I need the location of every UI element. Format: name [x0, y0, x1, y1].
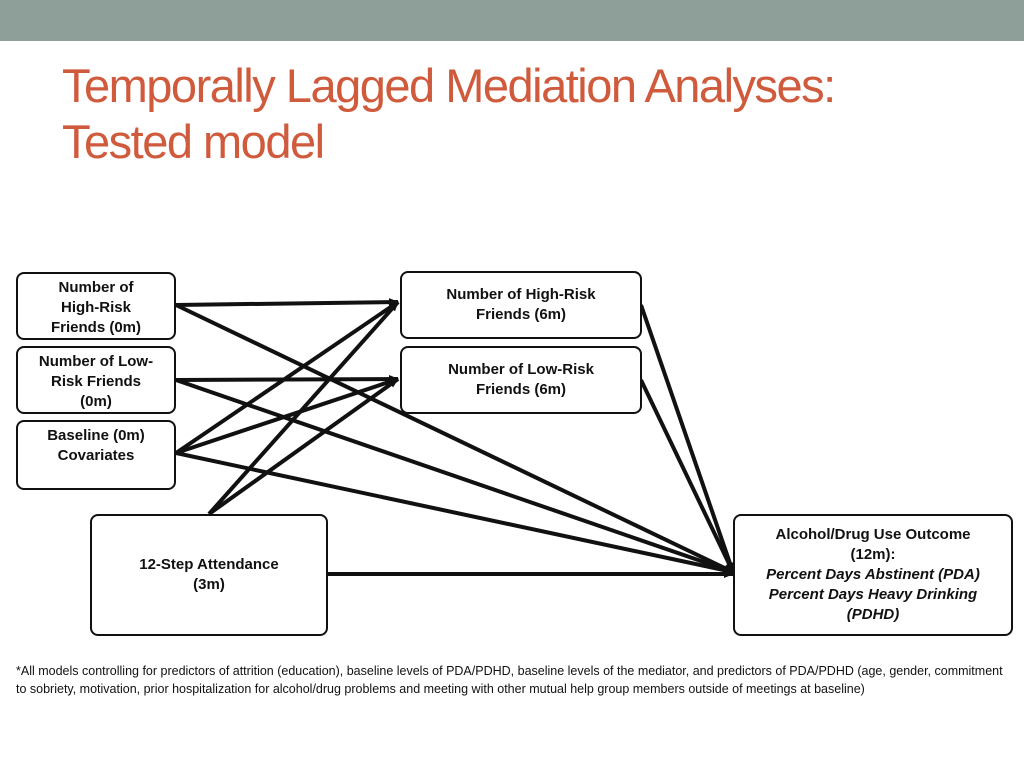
slide-title: Temporally Lagged Mediation Analyses: Te… — [62, 58, 982, 170]
node-line: Friends (6m) — [475, 381, 566, 398]
top-accent-bar — [0, 0, 1024, 41]
node-line: Friends (6m) — [475, 306, 566, 323]
node-line: Number of High-Risk — [446, 286, 596, 303]
node-high-risk-friends-6m: Number of High-Risk Friends (6m) — [400, 271, 642, 339]
node-line: Covariates — [57, 447, 135, 464]
node-line: Baseline (0m) — [47, 427, 145, 444]
outcome-timepoint: (12m): — [850, 546, 896, 563]
arrow-covariates-to-hr6 — [174, 300, 400, 455]
node-line: Friends (0m) — [50, 319, 141, 336]
arrow-attendance-to-lr6 — [207, 377, 400, 516]
node-12-step-attendance: 12-Step Attendance (3m) — [90, 514, 328, 636]
node-line: Number of — [58, 279, 134, 296]
arrow-hr0-to-hr6 — [175, 298, 399, 307]
node-line: (3m) — [193, 576, 225, 593]
arrow-lr6-to-outcome — [639, 379, 735, 573]
arrow-hr6-to-outcome — [639, 304, 735, 573]
node-low-risk-friends-0m: Number of Low- Risk Friends (0m) — [16, 346, 176, 414]
node-line: Risk Friends — [50, 373, 142, 390]
arrow-hr0-to-outcome — [175, 303, 734, 574]
arrow-lr0-to-outcome — [175, 378, 734, 574]
node-line: 12-Step Attendance — [139, 556, 279, 573]
node-line: Number of Low- — [38, 353, 154, 370]
outcome-label: Alcohol/Drug Use Outcome — [775, 526, 971, 543]
node-line: Number of Low-Risk — [448, 361, 594, 378]
node-baseline-covariates: Baseline (0m) Covariates — [16, 420, 176, 490]
footnote: *All models controlling for predictors o… — [16, 664, 1003, 696]
node-line: (0m) — [80, 393, 112, 410]
outcome-measure-pdhd-abbr: (PDHD) — [846, 606, 900, 623]
title-line-1: Temporally Lagged Mediation Analyses: — [62, 59, 836, 112]
node-outcome-12m: Alcohol/Drug Use Outcome (12m): Percent … — [733, 514, 1013, 636]
outcome-measure-pdhd: Percent Days Heavy Drinking — [768, 586, 978, 603]
title-line-2: Tested model — [62, 115, 325, 168]
arrow-attendance-to-hr6 — [207, 300, 400, 516]
arrow-covariates-to-lr6 — [175, 377, 399, 455]
node-line: High-Risk — [60, 299, 131, 316]
node-low-risk-friends-6m: Number of Low-Risk Friends (6m) — [400, 346, 642, 414]
outcome-measure-pda: Percent Days Abstinent (PDA) — [766, 566, 980, 583]
node-high-risk-friends-0m: Number of High-Risk Friends (0m) — [16, 272, 176, 340]
